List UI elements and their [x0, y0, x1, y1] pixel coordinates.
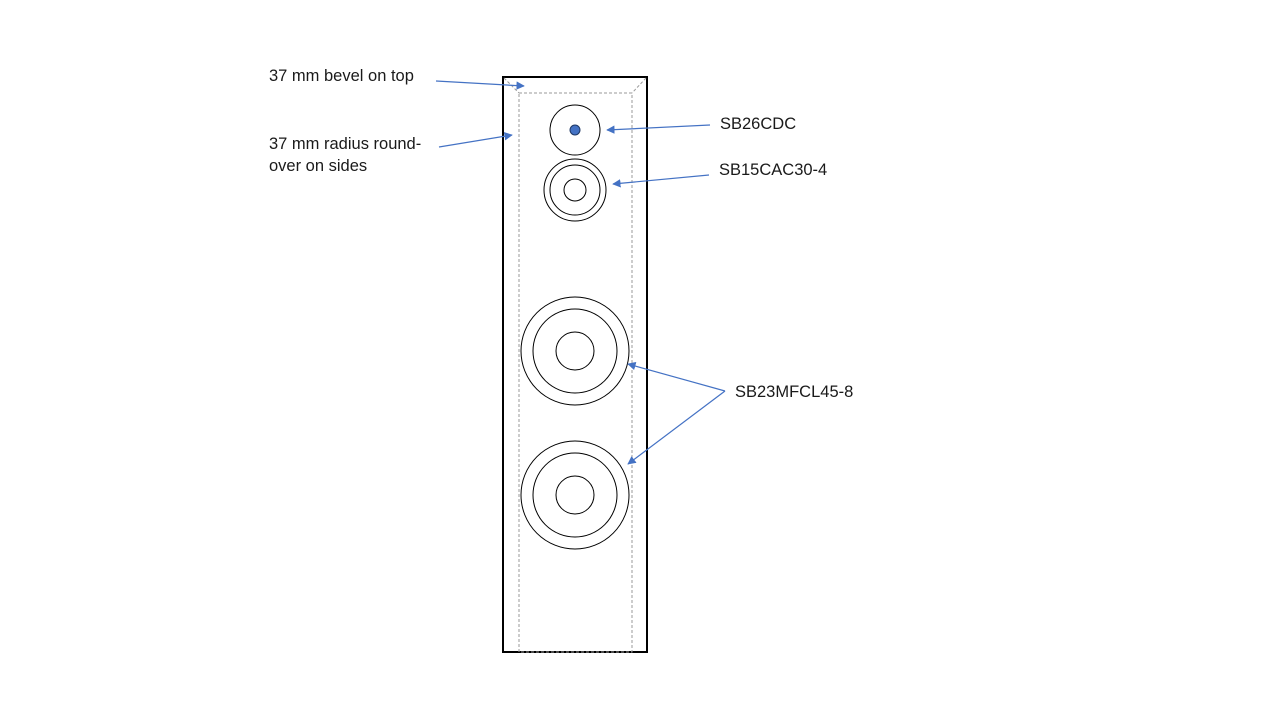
midrange-surround [549, 164, 601, 216]
woofer-arrow-upper [627, 361, 726, 392]
midrange-driver [543, 158, 607, 222]
woofer-arrow-lower [627, 390, 726, 465]
radius-label-line2: over on sides [269, 157, 368, 175]
tweeter-arrow [606, 124, 711, 134]
radius-arrow [438, 132, 513, 148]
radius-label: 37 mm radius round- over on sides [269, 133, 421, 177]
bevel-corner-right [631, 77, 647, 94]
woofer-upper-surround [532, 308, 618, 394]
midrange-label: SB15CAC30-4 [719, 161, 828, 179]
cabinet-outline [502, 76, 648, 653]
bevel-edges [503, 77, 647, 653]
woofer-lower-surround [532, 452, 618, 538]
woofer-driver-upper [520, 296, 630, 406]
woofer-label: SB23MFCL45-8 [735, 383, 854, 401]
radius-label-line1: 37 mm radius round- [269, 135, 422, 153]
tweeter-driver [549, 104, 601, 156]
midrange-arrow [612, 174, 710, 188]
woofer-lower-dustcap [555, 475, 595, 515]
tweeter-dome [569, 124, 581, 136]
tweeter-faceplate [549, 104, 601, 156]
woofer-lower-frame [520, 440, 630, 550]
woofer-driver-lower [520, 440, 630, 550]
tweeter-label: SB26CDC [720, 115, 797, 133]
bevel-arrow [435, 80, 525, 90]
bevel-label: 37 mm bevel on top [269, 67, 414, 85]
midrange-dustcap [563, 178, 587, 202]
midrange-frame [543, 158, 607, 222]
woofer-upper-dustcap [555, 331, 595, 371]
woofer-upper-frame [520, 296, 630, 406]
bevel-inner-outline [518, 92, 633, 653]
